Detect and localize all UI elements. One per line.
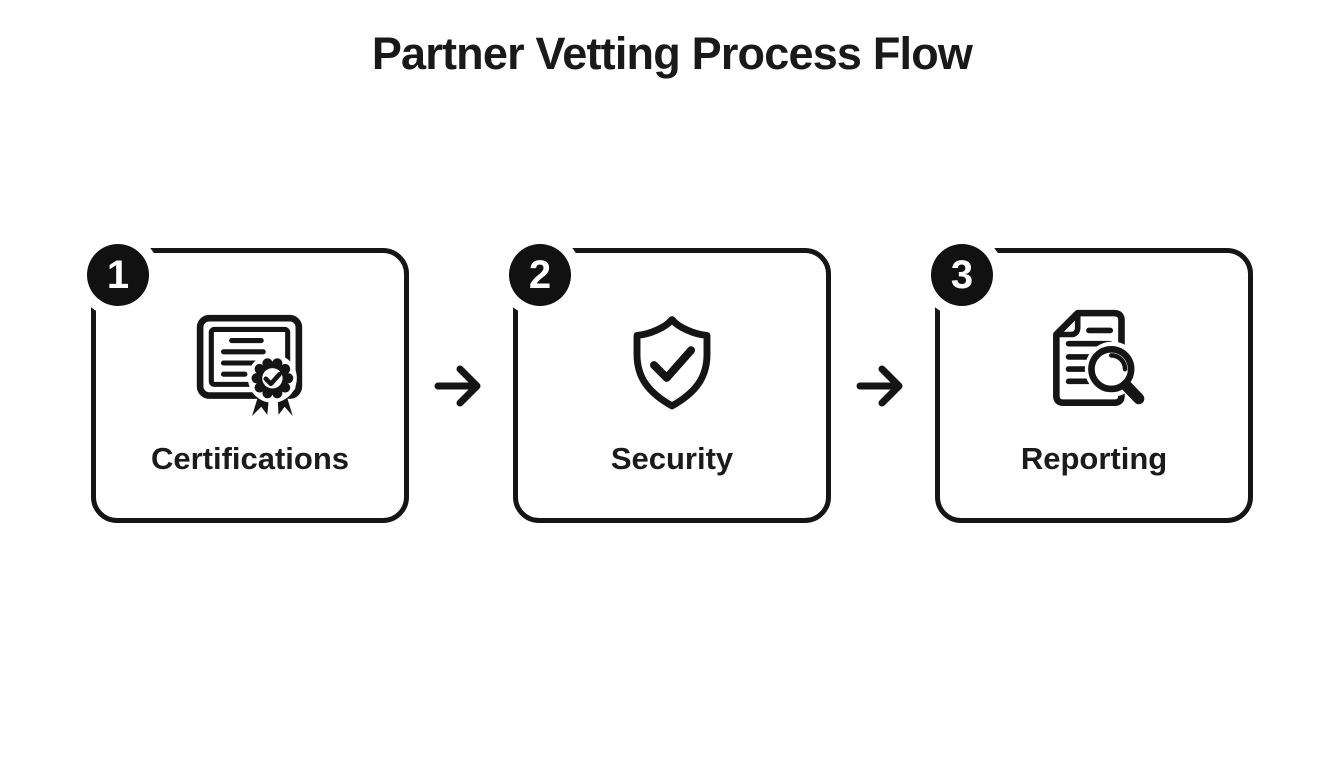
step-label: Reporting xyxy=(1020,441,1168,476)
step-label: Certifications xyxy=(150,441,350,476)
step-3-number-badge: 3 xyxy=(931,244,993,306)
step-2-number-badge: 2 xyxy=(509,244,571,306)
step-card-reporting: 3 Reporting xyxy=(931,244,1253,523)
shield-check-icon xyxy=(619,301,725,425)
step-number: 1 xyxy=(106,253,130,297)
process-flow-diagram: 1 xyxy=(0,244,1344,523)
arrow-right-icon xyxy=(831,248,935,523)
diagram-title: Partner Vetting Process Flow xyxy=(371,28,973,79)
document-magnifier-icon xyxy=(1037,301,1151,425)
step-label: Security xyxy=(610,441,734,476)
certificate-ribbon-icon xyxy=(194,301,306,425)
step-card-certifications: 1 xyxy=(87,244,409,523)
arrow-right-icon xyxy=(409,248,513,523)
step-number: 2 xyxy=(528,253,552,297)
step-card-security: 2 Security xyxy=(509,244,831,523)
step-1-number-badge: 1 xyxy=(87,244,149,306)
step-number: 3 xyxy=(950,253,974,297)
